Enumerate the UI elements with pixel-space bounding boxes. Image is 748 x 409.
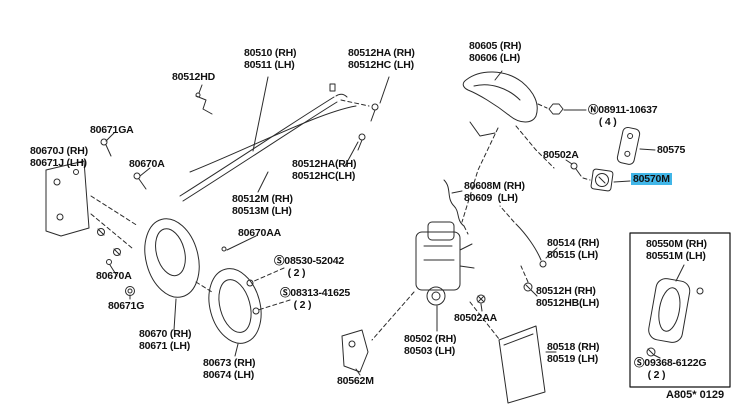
outside-handle-drawing (461, 70, 587, 223)
part-label-80671g[interactable]: 80671G (108, 300, 145, 312)
part-label-80512ha-mid[interactable]: 80512HA(RH) 80512HC(LH) (292, 158, 357, 182)
part-label-08530-52042[interactable]: Ⓢ08530-52042 ( 2 ) (274, 255, 344, 279)
part-label-80670[interactable]: 80670 (RH) 80671 (LH) (139, 328, 192, 352)
part-label-80605[interactable]: 80605 (RH) 80606 (LH) (469, 40, 522, 64)
part-label-80550m[interactable]: 80550M (RH) 80551M (LH) (646, 238, 707, 262)
part-label-80670j[interactable]: 80670J (RH) 80671J (LH) (30, 145, 88, 169)
rods-drawing (179, 76, 390, 202)
part-label-80502[interactable]: 80502 (RH) 80503 (LH) (404, 333, 457, 357)
part-label-80575[interactable]: 80575 (657, 144, 686, 156)
part-label-09368-6122g[interactable]: Ⓢ09368-6122G ( 2 ) (634, 357, 707, 381)
part-label-80608m[interactable]: 80608M (RH) 80609 (LH) (464, 180, 525, 204)
part-label-08911-10637[interactable]: Ⓝ08911-10637 ( 4 ) (588, 104, 658, 128)
part-label-80510[interactable]: 80510 (RH) 80511 (LH) (244, 47, 297, 71)
protector-drawing (341, 291, 557, 404)
part-label-80670a-lower[interactable]: 80670A (96, 270, 132, 282)
part-label-80518[interactable]: 80518 (RH) 80519 (LH) (547, 341, 600, 365)
part-label-80673[interactable]: 80673 (RH) 80674 (LH) (203, 357, 256, 381)
fasteners-drawing (97, 132, 151, 300)
part-label-80512ha-top[interactable]: 80512HA (RH) 80512HC (LH) (348, 47, 415, 71)
inside-handle-drawing (144, 218, 291, 357)
part-label-80502a[interactable]: 80502A (543, 149, 579, 161)
lock-rod-drawing (443, 179, 469, 235)
part-label-80562m[interactable]: 80562M (337, 375, 374, 387)
part-label-80512h[interactable]: 80512H (RH) 80512HB(LH) (536, 285, 600, 309)
part-label-08313-41625[interactable]: Ⓢ08313-41625 ( 2 ) (280, 287, 350, 311)
bracket-drawing (45, 160, 139, 249)
part-label-80514[interactable]: 80514 (RH) 80515 (LH) (547, 237, 600, 261)
part-label-80512hd[interactable]: 80512HD (172, 71, 215, 83)
inset-box-drawing (629, 232, 731, 388)
part-label-80670aa[interactable]: 80670AA (238, 227, 281, 239)
part-label-80502aa[interactable]: 80502AA (454, 312, 497, 324)
part-label-80670a-upper[interactable]: 80670A (129, 158, 165, 170)
part-label-80570m-highlighted[interactable]: 80570M (631, 173, 672, 185)
part-label-80671ga[interactable]: 80671GA (90, 124, 134, 136)
part-label-80512m[interactable]: 80512M (RH) 80513M (LH) (232, 193, 293, 217)
lock-cylinder-drawing (565, 126, 656, 192)
door-lock-drawing (415, 205, 558, 332)
sheet-code: A805* 0129 (666, 389, 725, 401)
